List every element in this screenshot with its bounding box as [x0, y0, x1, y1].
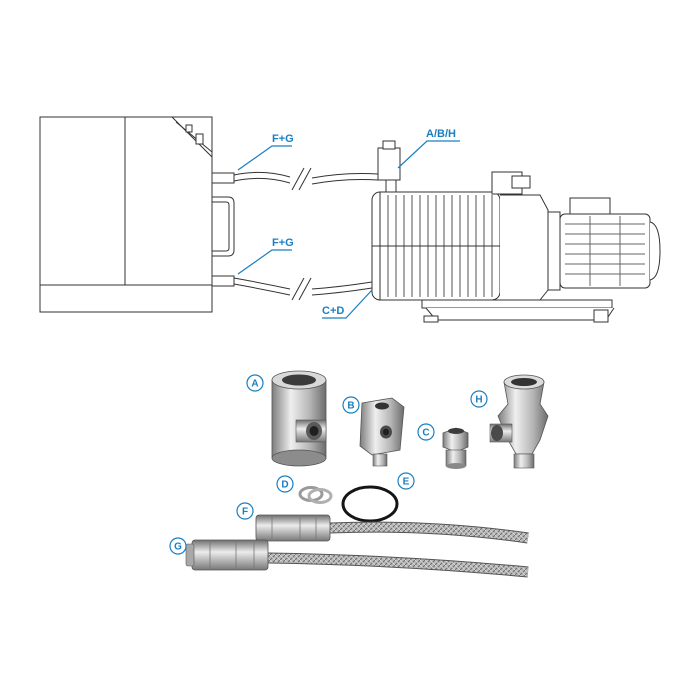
part-label-d: D	[276, 475, 294, 493]
braided-hose-f	[255, 514, 529, 544]
upper-hose	[211, 167, 379, 191]
part-label-a: A	[246, 374, 264, 392]
part-c-nipple	[442, 427, 469, 469]
svg-text:D: D	[281, 480, 288, 491]
part-h-t-fitting	[489, 374, 549, 469]
part-e-o-ring	[341, 485, 399, 523]
part-label-g: G	[169, 537, 187, 555]
machine-unit	[39, 116, 235, 313]
callout-pump-outlet: C+D	[322, 305, 344, 317]
lower-hose	[211, 275, 373, 301]
part-label-f: F	[236, 502, 254, 520]
callout-top-hose: F+G	[272, 133, 294, 145]
svg-text:F: F	[242, 507, 248, 518]
callout-pump-inlet: A/B/H	[426, 128, 456, 140]
part-label-e: E	[397, 472, 415, 490]
callout-leaders	[237, 140, 460, 319]
parts-kit: A B C D E F G H	[169, 370, 549, 578]
part-b-hex-fitting	[359, 397, 405, 467]
motor-fins	[565, 216, 645, 286]
braided-hose-g	[185, 539, 529, 578]
svg-text:B: B	[347, 401, 354, 412]
svg-text:A: A	[251, 379, 258, 390]
part-a-adapter	[271, 370, 327, 467]
part-label-c: C	[417, 423, 435, 441]
svg-text:G: G	[174, 542, 182, 553]
part-label-b: B	[342, 396, 360, 414]
callout-bottom-hose: F+G	[272, 237, 294, 249]
vacuum-pump	[371, 140, 661, 323]
line-drawing	[39, 116, 661, 323]
part-d-washers	[298, 486, 333, 504]
part-label-h: H	[470, 390, 488, 408]
svg-text:C: C	[422, 428, 429, 439]
svg-text:H: H	[475, 395, 482, 406]
svg-text:E: E	[403, 477, 410, 488]
